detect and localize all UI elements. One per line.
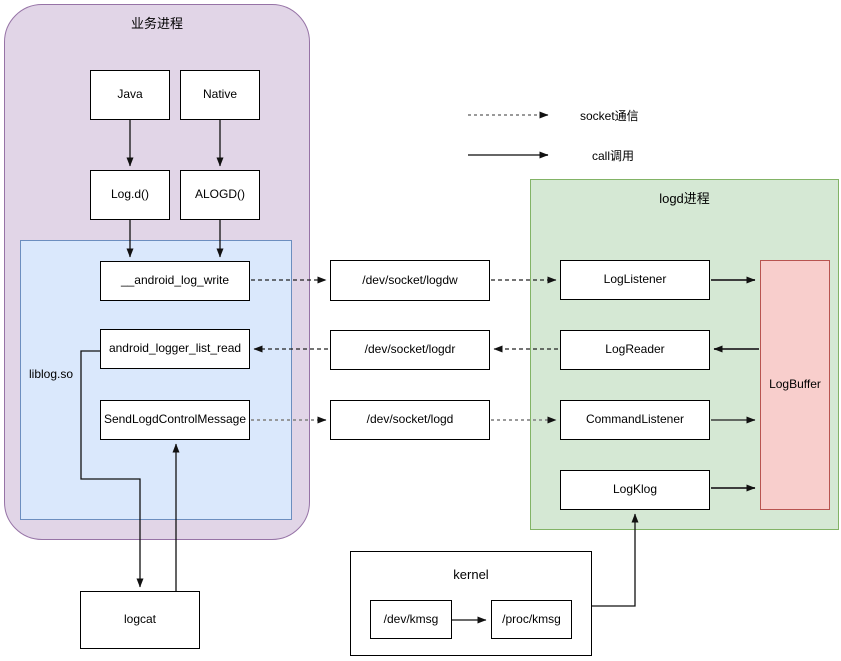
dev-socket-logdr-box: /dev/socket/logdr: [330, 330, 490, 370]
business-process-title: 业务进程: [130, 16, 183, 31]
commandlistener-box: CommandListener: [560, 400, 710, 440]
java-box: Java: [90, 70, 170, 120]
alogd-box: ALOGD(): [180, 170, 260, 220]
native-box: Native: [180, 70, 260, 120]
dev-kmsg-box: /dev/kmsg: [370, 600, 452, 639]
logcat-box: logcat: [80, 591, 200, 649]
logd-process-title: logd进程: [659, 191, 710, 206]
legend-call-label: call调用: [592, 149, 635, 163]
dev-socket-logdw-box: /dev/socket/logdw: [330, 260, 490, 301]
loglistener-box: LogListener: [560, 260, 710, 300]
kernel-title: kernel: [453, 567, 489, 582]
liblog-label: liblog.so: [29, 367, 74, 381]
log-d-box: Log.d(): [90, 170, 170, 220]
send-logd-control-message-box: SendLogdControlMessage: [100, 400, 250, 440]
logreader-box: LogReader: [560, 330, 710, 370]
dev-socket-logd-box: /dev/socket/logd: [330, 400, 490, 440]
android-logger-list-read-box: android_logger_list_read: [100, 329, 250, 369]
proc-kmsg-box: /proc/kmsg: [491, 600, 572, 639]
logbuffer-box: LogBuffer: [760, 260, 830, 510]
logklog-box: LogKlog: [560, 470, 710, 510]
android-log-write-box: __android_log_write: [100, 261, 250, 301]
legend-socket-label: socket通信: [580, 109, 639, 123]
